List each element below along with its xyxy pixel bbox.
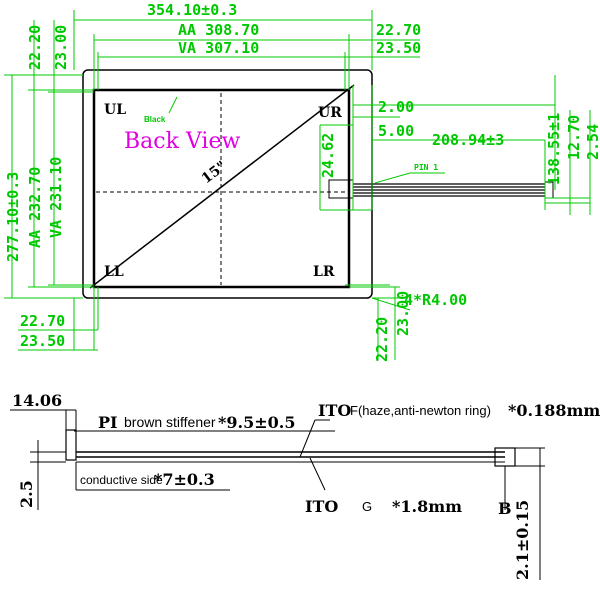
dim-tail-length: 208.94±3 — [432, 131, 504, 149]
corner-ul-label: UL — [104, 102, 126, 118]
conductive-desc: conductive side — [80, 473, 163, 487]
corner-ur-label: UR — [318, 105, 342, 121]
pin1-label: PIN 1 — [414, 163, 438, 172]
dim-overall-height: 277.10±0.3 — [4, 172, 22, 262]
dim-right-top-1: 22.70 — [376, 21, 421, 39]
black-leader — [168, 96, 178, 114]
dim-bottom-left-1: 22.70 — [20, 312, 65, 330]
dim-aa-width: AA 308.70 — [178, 21, 259, 39]
ito-g-label: ITO — [305, 497, 338, 516]
dim-va-height: VA 231.10 — [47, 157, 65, 238]
side-dim-left: 2.5 — [17, 480, 36, 508]
dim-aa-height: AA 232.70 — [26, 167, 44, 248]
diagonal-size-label: 15" — [199, 158, 230, 187]
conductive-value: *7±0.3 — [154, 470, 215, 489]
ito-g-letter: G — [362, 499, 372, 514]
back-view-title: Back View — [124, 129, 240, 154]
ito-f-value: *0.188mm — [508, 401, 600, 420]
ito-g-value: *1.8mm — [392, 497, 462, 516]
pi-desc: brown stiffener — [124, 414, 216, 430]
diagonal-line — [89, 84, 355, 289]
dim-bottom-right-1: 22.20 — [373, 317, 391, 362]
dim-bottom-right-2: 23.00 — [394, 291, 412, 336]
center-crosshair — [96, 93, 346, 285]
dim-tail-right-3: 2.54 — [584, 124, 600, 160]
corner-ll-label: LL — [104, 264, 124, 280]
black-annotation: Black — [144, 115, 166, 124]
side-view — [10, 409, 545, 580]
fpc-tail — [328, 179, 554, 199]
dim-right-top-2: 23.50 — [376, 39, 421, 57]
dimension-lines — [4, 10, 591, 360]
dim-overall-width: 354.10±0.3 — [147, 1, 237, 19]
corner-lr-label: LR — [313, 264, 335, 280]
dim-tail-offset-1: 2.00 — [378, 98, 414, 116]
dim-tail-width: 24.62 — [319, 133, 337, 178]
ito-f-desc: F(haze,anti-newton ring) — [350, 403, 491, 418]
side-dim-top: 14.06 — [12, 391, 62, 410]
ito-f-label: ITO — [318, 401, 351, 420]
dim-tail-offset-2: 5.00 — [378, 122, 414, 140]
dim-left-top-2: 23.00 — [52, 25, 70, 70]
dim-bottom-left-2: 23.50 — [20, 332, 65, 350]
b-label: B — [498, 499, 512, 518]
b-value: 2.1±0.15 — [513, 500, 532, 580]
dim-va-width: VA 307.10 — [178, 39, 259, 57]
dim-corner-radius: 4*R4.00 — [404, 291, 467, 309]
pi-value: *9.5±0.5 — [218, 413, 295, 432]
pin1-leader — [374, 172, 411, 184]
dim-left-top-1: 22.20 — [26, 25, 44, 70]
pi-label: PI — [98, 413, 118, 432]
dim-tail-right-2: 12.70 — [565, 115, 583, 160]
dim-tail-right-1: 138.55±1 — [545, 113, 563, 185]
